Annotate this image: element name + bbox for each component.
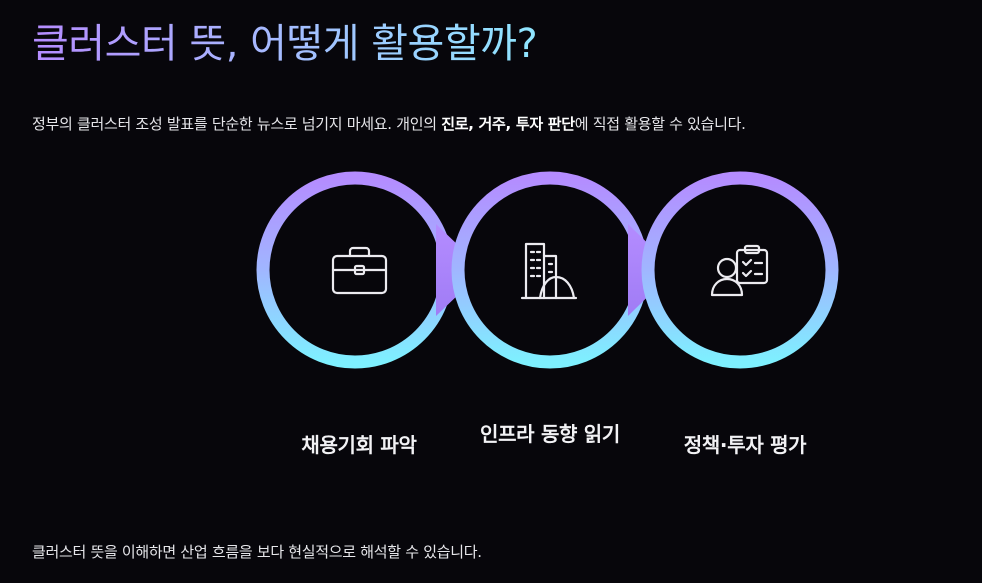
intro-text: 정부의 클러스터 조성 발표를 단순한 뉴스로 넘기지 마세요. 개인의 진로,… (32, 113, 746, 135)
intro-text-emphasis: 진로, 거주, 투자 판단 (441, 115, 575, 133)
buildings-icon (520, 242, 578, 300)
step-ring-2 (451, 171, 649, 369)
person-clipboard-icon (710, 244, 769, 297)
step-ring-3 (641, 171, 839, 369)
intro-text-part1: 정부의 클러스터 조성 발표를 단순한 뉴스로 넘기지 마세요. 개인의 (32, 115, 442, 133)
footer-text: 클러스터 뜻을 이해하면 산업 흐름을 보다 현실적으로 해석할 수 있습니다. (32, 543, 482, 561)
step-label-3: 정책·투자 평가 (683, 433, 807, 457)
briefcase-icon (331, 246, 388, 295)
intro-text-part2: 에 직접 활용할 수 있습니다. (574, 115, 746, 133)
page-title: 클러스터 뜻, 어떻게 활용할까? (32, 14, 538, 74)
step-label-2: 인프라 동향 읽기 (479, 422, 621, 446)
step-label-1: 채용기회 파악 (301, 433, 417, 457)
